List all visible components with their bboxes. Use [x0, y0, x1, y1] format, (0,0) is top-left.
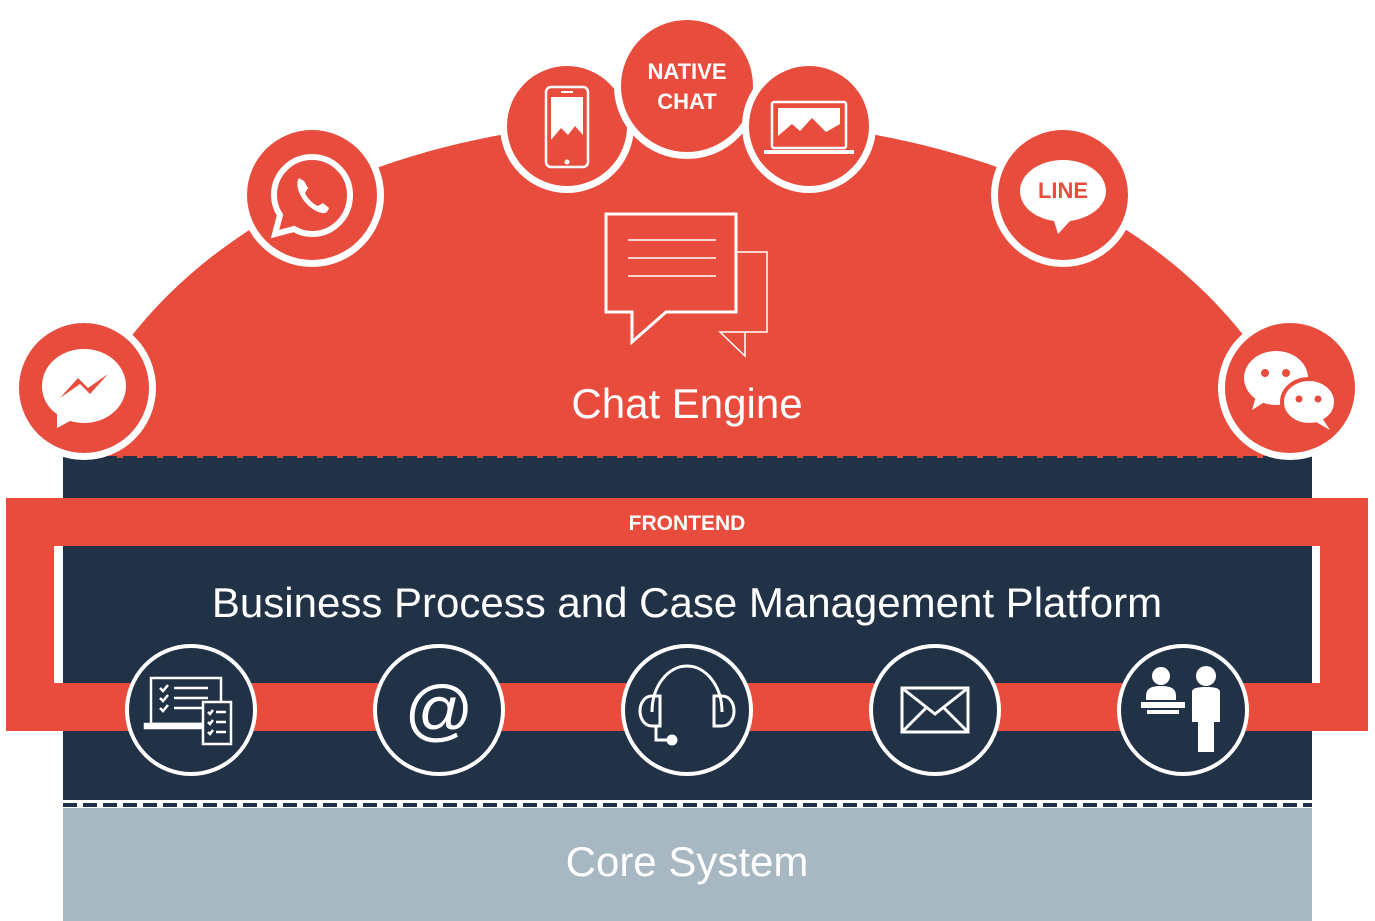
core-system-band [63, 808, 1312, 921]
whatsapp-channel [240, 123, 384, 267]
whatsapp-icon [270, 153, 354, 239]
forms-icon [143, 676, 233, 746]
envelope-icon [900, 686, 970, 734]
branch-agent-icon [1141, 666, 1220, 752]
native-chat-channel: NATIVE CHAT [614, 13, 760, 159]
line-channel: LINE [991, 123, 1135, 267]
call-center-channel [621, 644, 753, 776]
line-label: LINE [1038, 178, 1088, 203]
messenger-channel [12, 316, 156, 460]
mobile-app-icon [544, 85, 590, 169]
chat-engine-label: Chat Engine [571, 380, 802, 427]
forms-channel [125, 644, 257, 776]
native-chat-line1: NATIVE [647, 59, 726, 84]
mail-channel [869, 644, 1001, 776]
messenger-icon [42, 349, 126, 428]
headset-icon [638, 664, 736, 746]
core-system-label: Core System [566, 838, 809, 885]
wechat-icon [1244, 351, 1338, 430]
wechat-channel [1218, 316, 1362, 460]
branch-channel [1117, 644, 1249, 776]
mobile-app-channel [500, 59, 634, 193]
web-channel [742, 59, 876, 193]
platform-label: Business Process and Case Management Pla… [212, 579, 1162, 626]
web-browser-icon [764, 100, 854, 154]
line-icon: LINE [1020, 160, 1106, 234]
email-channel: @ [373, 644, 505, 776]
frontend-label: FRONTEND [629, 512, 746, 535]
native-chat-line2: CHAT [657, 89, 717, 114]
email-at-icon: @ [404, 672, 473, 748]
chat-bubbles-icon [604, 212, 768, 358]
